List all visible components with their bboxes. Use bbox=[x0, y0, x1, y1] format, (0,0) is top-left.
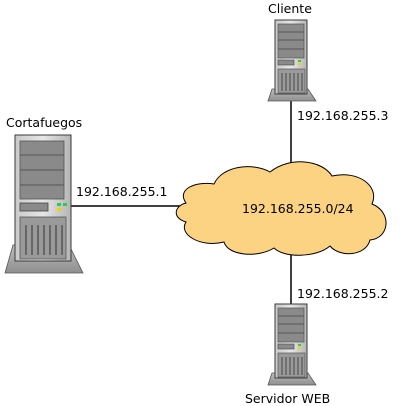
client-ip-label: 192.168.255.3 bbox=[297, 108, 388, 123]
connection-lines bbox=[70, 100, 292, 306]
network-cloud-icon bbox=[175, 161, 387, 256]
firewall-name-label: Cortafuegos bbox=[6, 115, 82, 130]
server-tower-icon bbox=[267, 19, 317, 102]
firewall-ip-label: 192.168.255.1 bbox=[76, 184, 167, 199]
client-name-label: Cliente bbox=[268, 1, 312, 16]
network-label: 192.168.255.0/24 bbox=[242, 201, 354, 216]
server-tower-icon bbox=[4, 134, 84, 274]
server-tower-icon bbox=[267, 303, 317, 386]
webserver-name-label: Servidor WEB bbox=[245, 391, 330, 406]
webserver-ip-label: 192.168.255.2 bbox=[297, 286, 388, 301]
